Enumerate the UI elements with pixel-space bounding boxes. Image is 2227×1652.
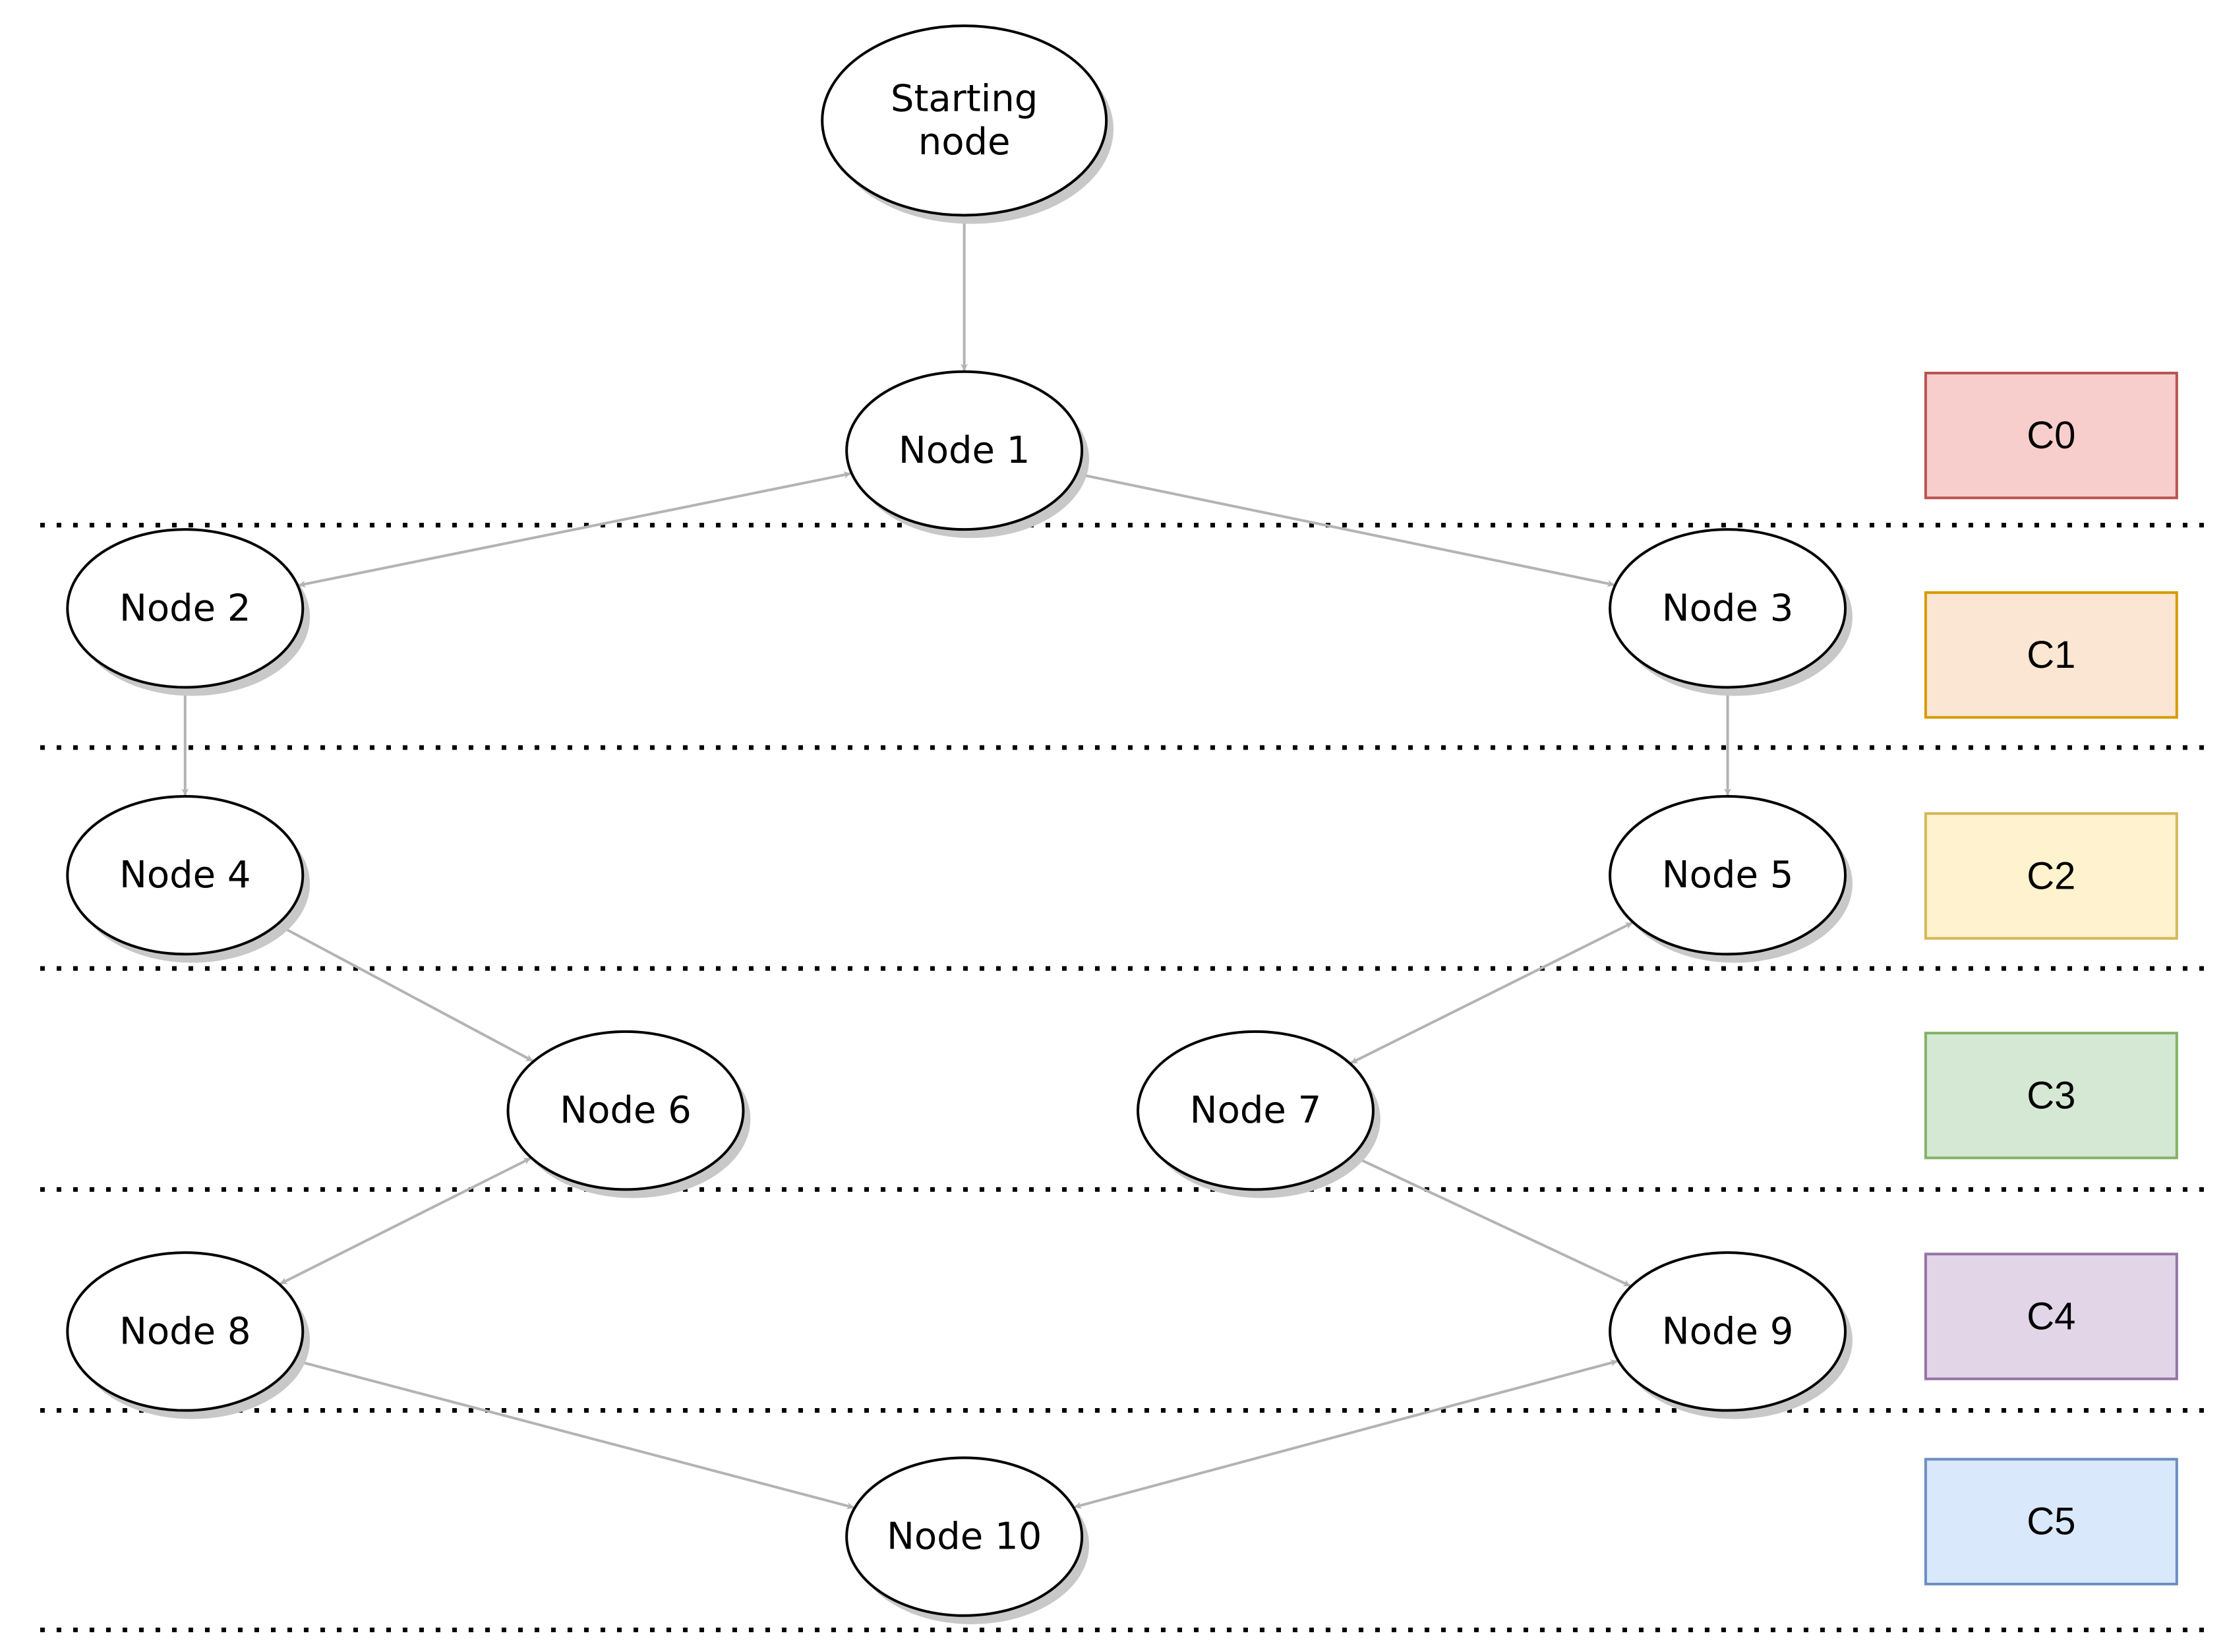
node-ellipse[interactable] [821,24,1108,217]
node-label: Starting [891,78,1038,121]
legend-swatch [1924,1458,2178,1585]
edge-n9-n10 [1074,1359,1618,1509]
node-label: node [918,121,1011,163]
node-n5[interactable]: Node 5 [1609,794,1853,963]
edge-n1-n2 [298,471,851,588]
legend-swatch [1924,591,2178,719]
legend-item-c0: C0 [1924,371,2178,500]
node-ellipse[interactable] [1609,794,1847,956]
legend-label: C5 [2027,1500,2075,1543]
edge-n1-n3 [1077,471,1615,587]
edge-n7-n9 [1352,1155,1631,1287]
node-label: Node 9 [1662,1310,1794,1353]
node-label: Node 2 [119,587,251,630]
edges [181,216,1732,1510]
legend-swatch [1924,1253,2178,1380]
legend-label: C0 [2027,414,2075,457]
node-label: Node 4 [119,854,251,897]
legend-label: C2 [2027,854,2075,897]
node-label: Node 10 [887,1516,1042,1558]
band-dividers [40,523,2210,1633]
node-label: Node 5 [1662,854,1794,897]
node-label: Node 8 [119,1310,251,1353]
legend-swatch [1924,812,2178,940]
node-ellipse[interactable] [506,1030,745,1191]
node-ellipse[interactable] [1609,528,1847,689]
legend-item-c3: C3 [1924,1032,2178,1160]
legend-item-c5: C5 [1924,1458,2178,1585]
node-n6[interactable]: Node 6 [506,1030,751,1198]
edge-n5-n7 [1350,922,1633,1065]
node-n10[interactable]: Node 10 [845,1456,1089,1624]
node-ellipse[interactable] [66,794,305,956]
node-label: Node 3 [1662,587,1794,630]
node-n3[interactable]: Node 3 [1609,528,1853,696]
node-ellipse[interactable] [66,528,305,689]
node-label: Node 1 [899,429,1030,472]
node-n2[interactable]: Node 2 [66,528,311,696]
edge-n4-n6 [278,924,533,1062]
node-n9[interactable]: Node 9 [1609,1251,1853,1419]
legend-item-c2: C2 [1924,812,2178,940]
node-n8[interactable]: Node 8 [66,1251,311,1419]
node-n4[interactable]: Node 4 [66,794,311,963]
legend-label: C1 [2027,634,2075,676]
node-ellipse[interactable] [845,370,1084,531]
node-ellipse[interactable] [1137,1030,1375,1191]
node-ellipse[interactable] [66,1251,305,1412]
legend-label: C4 [2027,1295,2075,1338]
legend-label: C3 [2027,1074,2075,1117]
node-label: Node 6 [560,1089,692,1132]
edge-n8-n10 [295,1359,854,1510]
legend-swatch [1924,1032,2178,1160]
node-ellipse[interactable] [845,1456,1084,1617]
node-label: Node 7 [1190,1089,1322,1132]
edge-n6-n8 [280,1157,531,1285]
node-n1[interactable]: Node 1 [845,370,1089,539]
legend-swatch [1924,371,2178,500]
legend-item-c4: C4 [1924,1253,2178,1380]
node-n7[interactable]: Node 7 [1137,1030,1381,1198]
node-ellipse[interactable] [1609,1251,1847,1412]
legend-item-c1: C1 [1924,591,2178,719]
